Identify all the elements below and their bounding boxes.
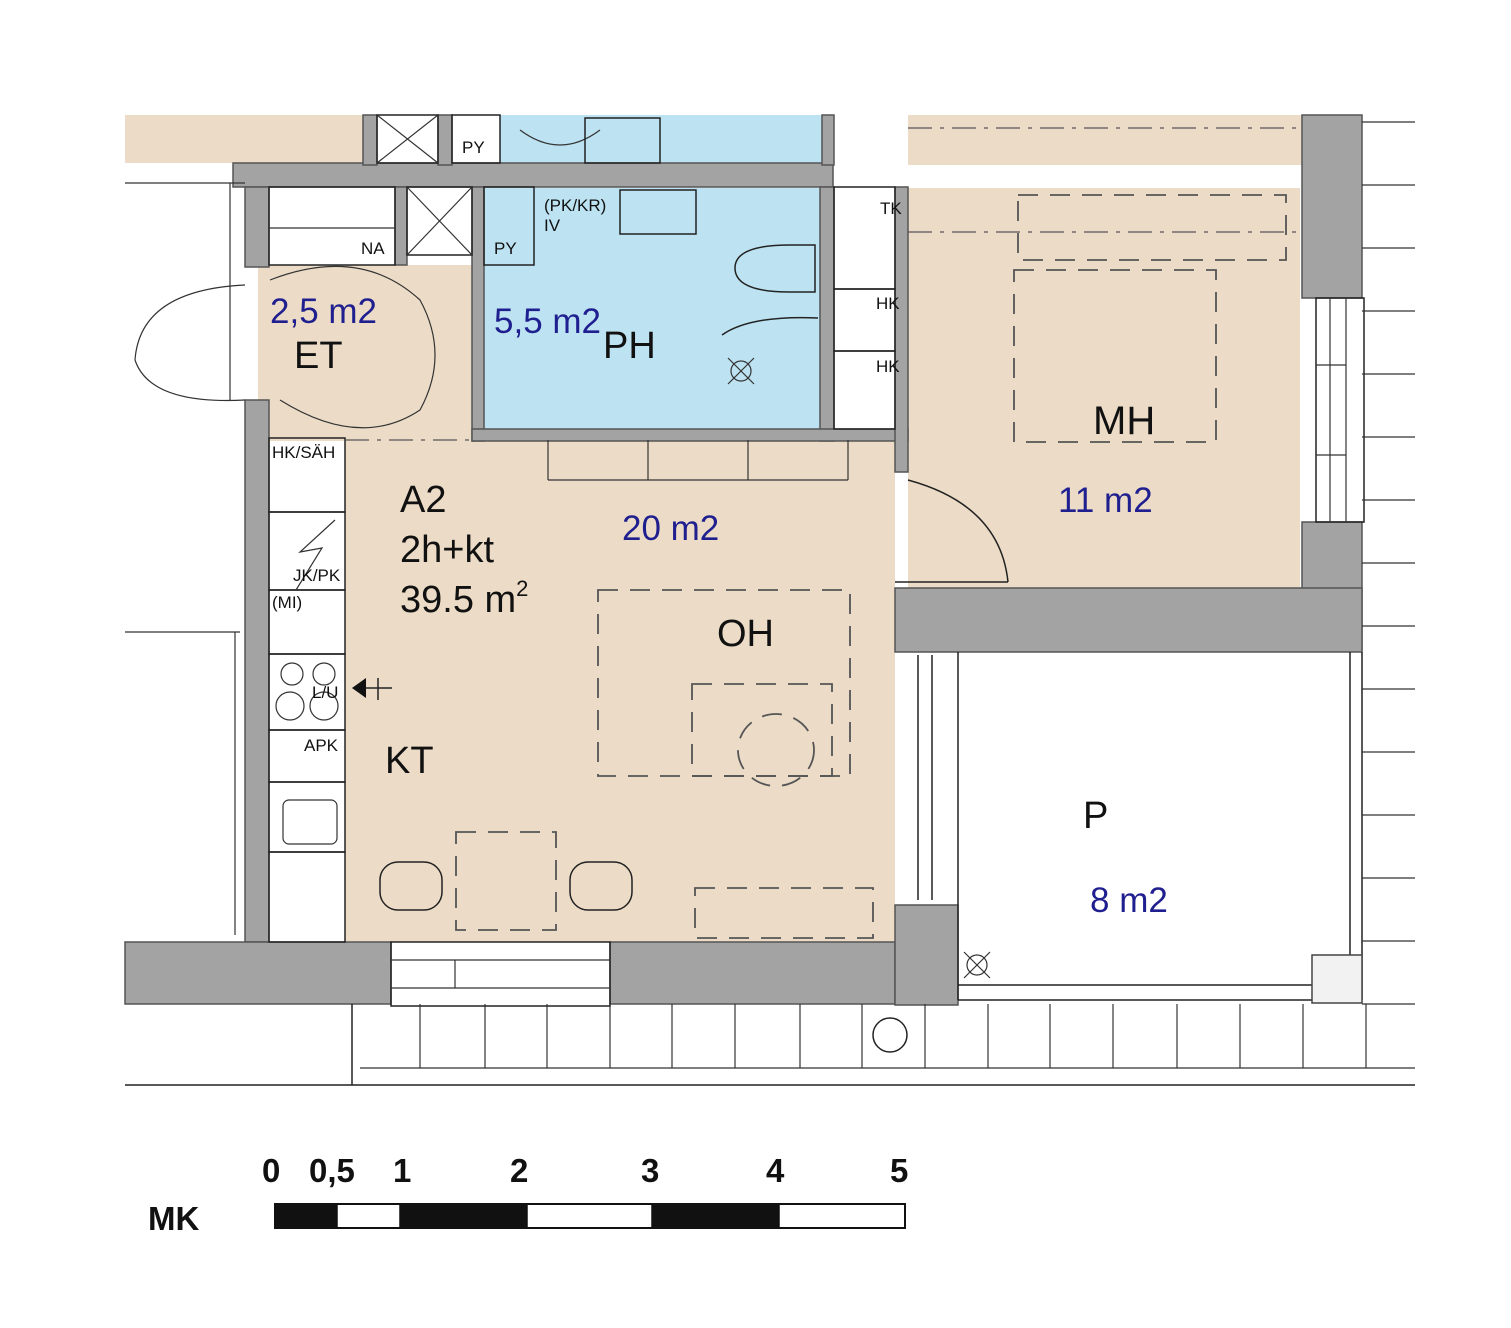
wall	[471, 428, 909, 442]
wall	[232, 162, 834, 188]
apartment-type: 2h+kt	[400, 529, 494, 571]
apartment-area: 39.5 m2	[400, 576, 528, 621]
wall	[821, 114, 835, 166]
wall	[894, 904, 959, 1006]
apartment-id: A2	[400, 479, 446, 521]
scale-tick-label: 0	[262, 1152, 280, 1189]
wall	[894, 186, 909, 473]
scale-tick-label: 2	[510, 1152, 528, 1189]
fixture-iv: IV	[544, 216, 561, 235]
fixture-hk-sah: HK/SÄH	[272, 443, 335, 462]
room-ph-floor	[484, 188, 820, 430]
scale-segment	[336, 1203, 401, 1229]
wall	[609, 941, 896, 1005]
room-oh-area: 20 m2	[622, 509, 719, 548]
room-p-floor	[958, 652, 1358, 998]
scale-tick-label: 0,5	[309, 1152, 355, 1189]
wall	[244, 186, 270, 268]
room-oh-kt-floor	[345, 440, 895, 942]
room-et-area: 2,5 m2	[270, 292, 377, 331]
fixture-hk-2: HK	[876, 357, 900, 376]
scale-segment	[778, 1203, 906, 1229]
scale-tick-label: 5	[890, 1152, 908, 1189]
room-kt-label: KT	[385, 740, 434, 782]
fixture-na: NA	[361, 239, 385, 258]
neighbor-bathroom-top	[500, 115, 822, 163]
room-ph-area: 5,5 m2	[494, 302, 601, 341]
room-mh-label: MH	[1093, 399, 1155, 443]
room-mh-area: 11 m2	[1058, 481, 1153, 520]
fixture-hk-1: HK	[876, 294, 900, 313]
apartment-area-value: 39.5 m	[400, 579, 516, 621]
room-ph-label: PH	[603, 325, 656, 367]
fixture-pk-kr: (PK/KR)	[544, 196, 606, 215]
fixture-py-inner: PY	[494, 239, 517, 258]
linework	[125, 114, 1415, 1086]
wall	[244, 399, 270, 943]
window-right	[1315, 297, 1365, 523]
fixture-lu: L/U	[312, 683, 338, 702]
scale-segment	[400, 1204, 527, 1228]
scale-bar: MK 0 0,5 1 2 3 4 5	[148, 1152, 908, 1237]
furniture-dashed	[345, 127, 1302, 939]
fixture-apk: APK	[304, 736, 339, 755]
walls	[124, 114, 1363, 1006]
scale-segment	[275, 1204, 337, 1228]
room-et-floor	[258, 265, 472, 441]
scale-tick-label: 1	[393, 1152, 411, 1189]
wall	[437, 114, 453, 166]
wall	[124, 941, 392, 1005]
wall	[394, 186, 408, 266]
wall	[819, 186, 835, 442]
balcony-post	[1311, 954, 1363, 1004]
room-et-label: ET	[294, 335, 343, 377]
scale-segment	[652, 1204, 779, 1228]
scale-segment	[526, 1203, 653, 1229]
window-bottom	[390, 941, 611, 1007]
apartment-area-superscript: 2	[516, 576, 528, 601]
scale-tick-label: 4	[766, 1152, 785, 1189]
fixture-tk: TK	[880, 199, 902, 218]
room-oh-label: OH	[717, 613, 774, 655]
door-swing-entry	[134, 284, 246, 402]
fixture-mi: (MI)	[272, 593, 302, 612]
scale-tick-label: 3	[641, 1152, 659, 1189]
neighbor-room-top-right	[908, 115, 1302, 165]
wall	[894, 587, 1363, 653]
scale-bar-label: MK	[148, 1200, 199, 1237]
room-mh-floor	[908, 188, 1300, 588]
fixture-py-top: PY	[462, 138, 485, 157]
fixture-jk-pk: JK/PK	[293, 566, 341, 585]
floor-fills	[125, 115, 1358, 998]
door-swing-mh	[907, 479, 1009, 583]
neighbor-room-top-left	[125, 115, 363, 163]
wall	[471, 186, 485, 442]
room-p-label: P	[1083, 795, 1108, 837]
wall	[362, 114, 378, 166]
room-p-area: 8 m2	[1090, 881, 1168, 920]
wall	[1301, 114, 1363, 299]
